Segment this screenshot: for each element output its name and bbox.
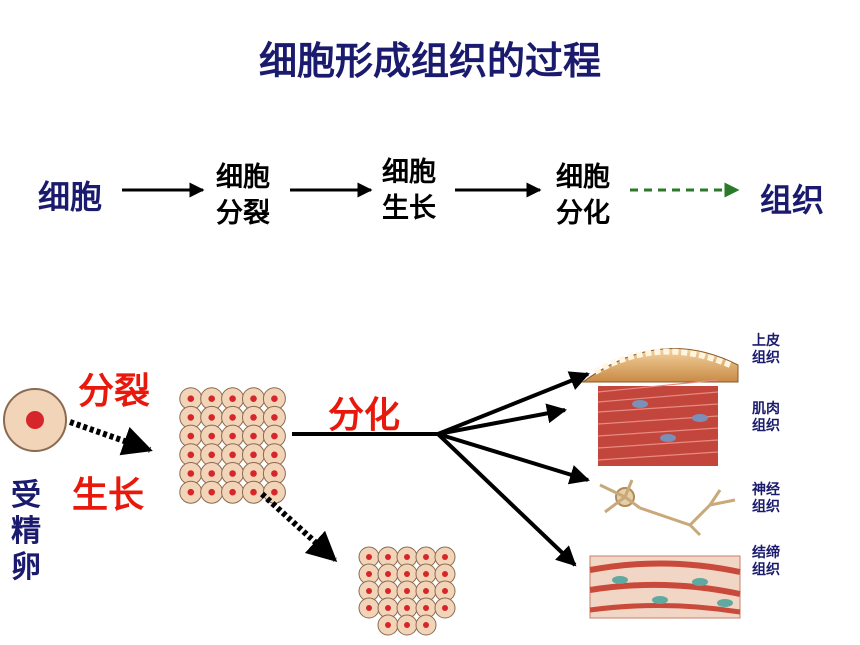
cell-nucleus xyxy=(423,605,429,611)
tissue-label-muscle: 肌肉 组织 xyxy=(752,401,780,435)
egg-char: 精 xyxy=(11,514,41,549)
tissue-label-nerve: 神经 组织 xyxy=(752,482,780,516)
cell-nucleus xyxy=(442,588,448,594)
cell-nucleus xyxy=(229,470,236,477)
flow-step-division: 细胞 分裂 xyxy=(216,160,270,232)
cell-nucleus xyxy=(442,554,448,560)
cell-nucleus xyxy=(404,622,410,628)
flow-step-line1: 细胞 xyxy=(216,162,270,193)
cell-nucleus xyxy=(271,451,278,459)
tissue-line1: 上皮 xyxy=(752,333,780,349)
cell-nucleus xyxy=(366,605,372,611)
cell-nucleus xyxy=(208,488,215,496)
cell-nucleus xyxy=(385,605,391,611)
tissue-label-connective: 结缔 组织 xyxy=(752,545,780,579)
cell-nucleus xyxy=(250,451,257,459)
tissue-label-epithelial: 上皮 组织 xyxy=(752,333,780,367)
cell-nucleus xyxy=(404,571,410,577)
flow-step-line1: 细胞 xyxy=(382,157,436,188)
cell-nucleus xyxy=(442,571,448,577)
tissue-line2: 组织 xyxy=(752,350,780,366)
cell-nucleus xyxy=(250,395,257,403)
branch-arrow-nerve xyxy=(437,432,590,485)
cell-nucleus xyxy=(423,622,429,628)
cell-nucleus xyxy=(385,554,391,560)
cell-nucleus xyxy=(423,571,429,577)
tissue-line2: 组织 xyxy=(752,562,780,578)
flow-step-line2: 生长 xyxy=(382,193,436,224)
cell-nucleus xyxy=(385,622,391,628)
cell-nucleus xyxy=(385,588,391,594)
flow-start-cell: 细胞 xyxy=(38,178,103,216)
connective-tissue-image xyxy=(589,555,741,619)
branch-arrow-epithelial xyxy=(437,371,590,436)
cell-nucleus xyxy=(423,588,429,594)
differentiation-label: 分化 xyxy=(328,395,401,436)
epithelial-tissue-image xyxy=(581,348,739,383)
cell-nucleus xyxy=(271,488,278,496)
cell-nucleus xyxy=(366,571,372,577)
tissue-line2: 组织 xyxy=(752,418,780,434)
cell-nucleus xyxy=(229,432,236,440)
cell-nucleus xyxy=(442,605,448,611)
cell-nucleus xyxy=(187,451,195,459)
cell-nucleus xyxy=(208,395,215,403)
growth-label: 生长 xyxy=(72,475,145,516)
egg-char: 卵 xyxy=(11,550,41,585)
cell-nucleus xyxy=(250,414,257,421)
flow-step-line2: 分化 xyxy=(556,198,610,229)
cell-nucleus xyxy=(271,395,278,403)
cell-nucleus xyxy=(208,470,215,477)
cell-nucleus xyxy=(229,488,236,496)
page-title: 细胞形成组织的过程 xyxy=(258,39,601,83)
cell-nucleus xyxy=(229,451,236,459)
cell-nucleus xyxy=(229,414,236,421)
tissue-line1: 肌肉 xyxy=(752,401,780,417)
cell-nucleus xyxy=(187,488,195,496)
flow-step-line2: 分裂 xyxy=(216,198,270,229)
cluster-to-cluster-arrow xyxy=(259,491,338,563)
cell-nucleus xyxy=(404,588,410,594)
cell-nucleus xyxy=(208,451,215,459)
egg-char: 受 xyxy=(11,478,41,513)
egg-to-cluster-arrow xyxy=(69,419,153,456)
nerve-tissue-image xyxy=(599,479,736,537)
cell-nucleus xyxy=(423,554,429,560)
cell-nucleus xyxy=(250,432,257,440)
cell-cluster-growth xyxy=(358,546,456,636)
cell-nucleus xyxy=(271,414,278,421)
flow-step-line1: 细胞 xyxy=(556,162,610,193)
flow-end-tissue: 组织 xyxy=(760,181,825,219)
muscle-tissue-image xyxy=(597,379,719,466)
tissue-line1: 结缔 xyxy=(752,545,780,561)
cell-nucleus xyxy=(404,605,410,611)
cell-nucleus xyxy=(366,588,372,594)
cell-nucleus xyxy=(385,571,391,577)
cell-nucleus xyxy=(187,414,195,421)
cell-nucleus xyxy=(404,554,410,560)
cell-nucleus xyxy=(187,395,195,403)
cell-nucleus xyxy=(271,470,278,477)
flow-step-differentiation: 细胞 分化 xyxy=(556,160,610,232)
cell-nucleus xyxy=(250,488,257,496)
division-label: 分裂 xyxy=(78,371,151,412)
cell-nucleus xyxy=(229,395,236,403)
cell-nucleus xyxy=(250,470,257,477)
tissue-line2: 组织 xyxy=(752,499,780,515)
branch-arrow-connective xyxy=(436,432,577,567)
cell-nucleus xyxy=(366,554,372,560)
cell-nucleus xyxy=(208,414,215,421)
cell-nucleus xyxy=(187,470,195,477)
fertilized-egg-cell xyxy=(3,388,67,452)
flow-step-growth: 细胞 生长 xyxy=(382,155,436,227)
tissue-line1: 神经 xyxy=(752,482,780,498)
branch-arrow-muscle xyxy=(437,403,567,436)
cell-cluster-division xyxy=(179,387,286,504)
fertilized-egg-label: 受 精 卵 xyxy=(9,478,43,586)
cell-nucleus xyxy=(208,432,215,440)
cell-nucleus xyxy=(271,432,278,440)
cell-nucleus xyxy=(187,432,195,440)
